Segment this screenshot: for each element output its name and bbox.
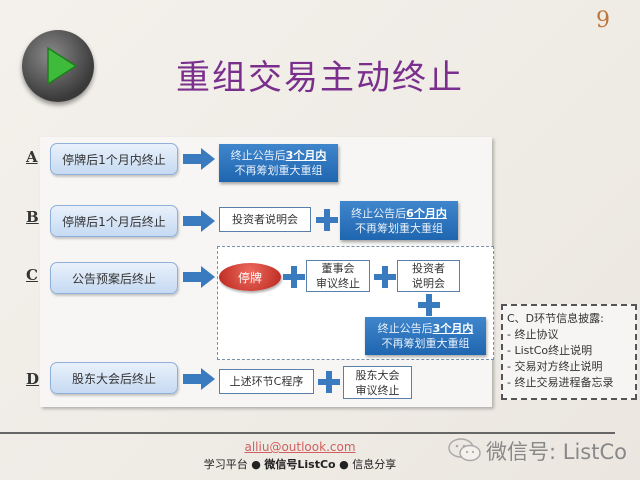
trigger-c: 公告预案后终止 bbox=[50, 262, 178, 294]
slogan-part: ● 信息分享 bbox=[335, 458, 397, 471]
plus-icon bbox=[374, 266, 396, 288]
footer-slogan: 学习平台 ● 微信号ListCo ● 信息分享 bbox=[180, 456, 420, 472]
info-heading: C、D环节信息披露: bbox=[507, 312, 604, 325]
result-period: 3个月内 bbox=[285, 149, 327, 162]
plus-icon bbox=[283, 266, 305, 288]
arrow-icon bbox=[183, 148, 215, 170]
result-text: 终止公告后 bbox=[377, 322, 433, 335]
info-item: - 终止协议 bbox=[507, 328, 559, 341]
step-text: 投资者 bbox=[412, 262, 445, 275]
disclosure-info-box: C、D环节信息披露: - 终止协议 - ListCo终止说明 - 交易对方终止说… bbox=[501, 304, 637, 400]
step-c2: 投资者说明会 bbox=[397, 260, 460, 292]
row-letter-a: A bbox=[26, 148, 38, 166]
info-item: - 终止交易进程备忘录 bbox=[507, 376, 614, 389]
play-button[interactable] bbox=[22, 30, 94, 102]
email-link[interactable]: alliu@outlook.com bbox=[244, 440, 356, 454]
plus-icon bbox=[418, 294, 440, 316]
arrow-icon bbox=[183, 210, 215, 232]
row-letter-b: B bbox=[26, 208, 39, 226]
result-text: 终止公告后 bbox=[230, 149, 286, 162]
step-text: 审议终止 bbox=[316, 277, 360, 290]
slogan-part: 微信号ListCo bbox=[264, 458, 336, 471]
play-icon bbox=[47, 46, 78, 86]
result-c: 终止公告后3个月内 不再筹划重大重组 bbox=[365, 317, 486, 355]
row-letter-d: D bbox=[26, 370, 40, 388]
arrow-icon bbox=[183, 266, 215, 288]
result-text: 不再筹划重大重组 bbox=[355, 221, 443, 235]
trigger-b: 停牌后1个月后终止 bbox=[50, 205, 178, 237]
footer-divider bbox=[0, 432, 615, 434]
step-c1: 董事会审议终止 bbox=[306, 260, 370, 292]
step-d2: 股东大会审议终止 bbox=[343, 366, 412, 399]
wechat-id: 微信号: ListCo bbox=[486, 440, 627, 464]
halt-badge: 停牌 bbox=[219, 263, 281, 291]
result-period: 3个月内 bbox=[432, 322, 474, 335]
result-period: 6个月内 bbox=[406, 206, 447, 220]
page-title: 重组交易主动终止 bbox=[176, 58, 464, 98]
slogan-part: 学习平台 ● bbox=[203, 458, 265, 471]
page-number: 9 bbox=[596, 8, 610, 33]
step-text: 说明会 bbox=[412, 277, 445, 290]
result-b: 终止公告后6个月内 不再筹划重大重组 bbox=[340, 201, 458, 240]
wechat-logo-icon bbox=[448, 438, 481, 462]
plus-icon bbox=[318, 371, 340, 393]
info-item: - 交易对方终止说明 bbox=[507, 360, 603, 373]
result-text: 不再筹划重大重组 bbox=[381, 337, 470, 350]
step-text: 审议终止 bbox=[355, 383, 400, 397]
step-b1: 投资者说明会 bbox=[219, 207, 311, 232]
result-a: 终止公告后3个月内 不再筹划重大重组 bbox=[219, 144, 338, 182]
result-text: 终止公告后 bbox=[351, 206, 407, 220]
row-letter-c: C bbox=[26, 266, 38, 284]
plus-icon bbox=[316, 209, 338, 231]
arrow-icon bbox=[183, 368, 215, 390]
trigger-d: 股东大会后终止 bbox=[50, 362, 178, 394]
result-text: 不再筹划重大重组 bbox=[234, 164, 323, 177]
trigger-a: 停牌后1个月内终止 bbox=[50, 143, 178, 175]
step-text: 董事会 bbox=[321, 262, 355, 275]
info-item: - ListCo终止说明 bbox=[507, 344, 593, 357]
step-d1: 上述环节C程序 bbox=[219, 369, 314, 394]
step-text: 股东大会 bbox=[355, 368, 400, 382]
